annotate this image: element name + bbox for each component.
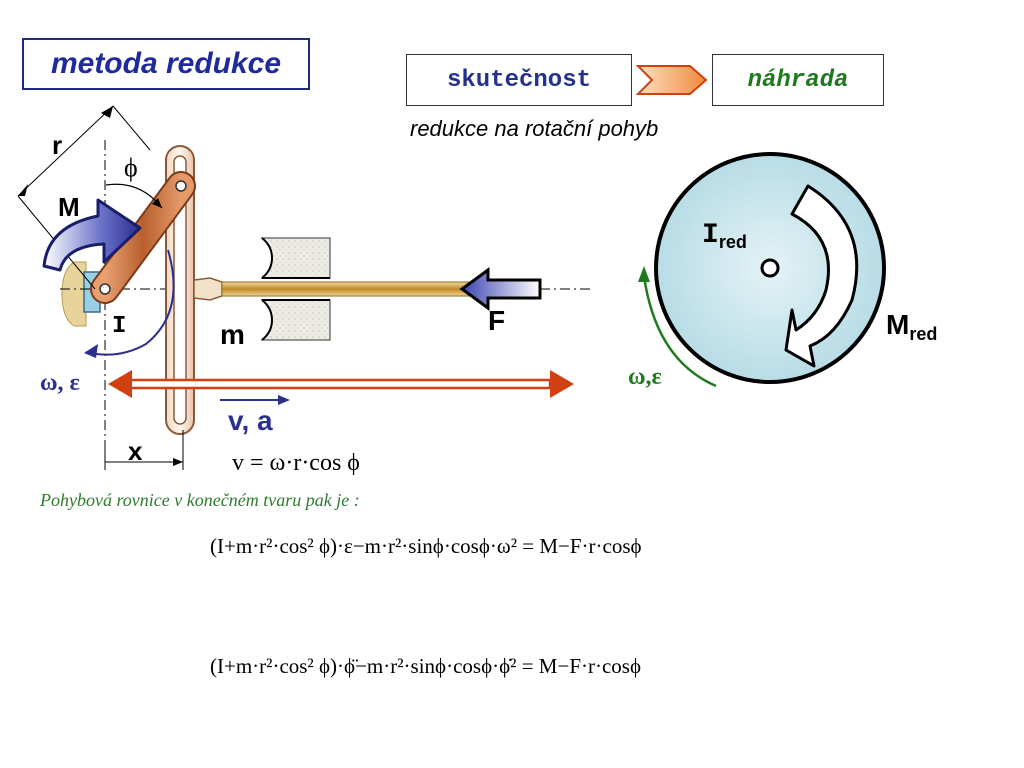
guide-block-bottom (260, 299, 331, 341)
phi-arrow-head (152, 198, 162, 208)
label-m-torque: M (58, 192, 80, 222)
crank-arm (90, 171, 196, 304)
velocity-arrow-icon (220, 395, 290, 405)
label-i-red-main: I (702, 220, 719, 251)
label-i-red: Ired (702, 220, 747, 252)
label-r: r (52, 130, 62, 160)
label-reduced-omega-epsilon: ω,ε (628, 364, 662, 390)
label-omega-epsilon: ω, ε (40, 370, 80, 396)
piston-rod (193, 277, 473, 301)
label-m-red-sub: red (909, 324, 937, 344)
x-dimension (104, 430, 184, 470)
motion-equation-2: (I+m·r²·cos² ϕ)·ϕ̈−m·r²·sinϕ·cosϕ·ϕ̇² = … (210, 654, 641, 679)
label-force: F (488, 305, 505, 336)
motion-double-arrow-icon (108, 370, 574, 398)
label-phi: ϕ (124, 153, 138, 182)
label-mass: m (220, 319, 245, 350)
equation-caption: Pohybová rovnice v konečném tvaru pak je… (40, 490, 360, 510)
force-f-arrow-icon (459, 267, 542, 311)
omega-epsilon-arc-icon (84, 249, 175, 358)
substitute-system-label: náhrada (712, 54, 884, 106)
page-title: metoda redukce (22, 38, 310, 90)
reduced-omega-arc-icon (638, 266, 717, 388)
label-velocity-acceleration: v, a (228, 405, 273, 436)
label-inertia: I (112, 313, 126, 340)
torque-m-arrow-icon (42, 198, 142, 272)
guide-block-top (260, 237, 331, 279)
label-i-red-sub: red (719, 232, 747, 252)
velocity-equation-text: v = ω·r·cos ϕ (232, 450, 360, 476)
chevron-arrow-icon (635, 65, 708, 95)
reduced-torque-arrow-icon (784, 184, 859, 368)
real-system-label: skutečnost (406, 54, 632, 106)
motion-equation-1-text: (I+m·r²·cos² ϕ)·ε−m·r²·sinϕ·cosϕ·ω² = M−… (210, 534, 642, 558)
motion-equation-1: (I+m·r²·cos² ϕ)·ε−m·r²·sinϕ·cosϕ·ω² = M−… (210, 534, 642, 559)
label-m-red: Mred (886, 309, 937, 344)
subtitle: redukce na rotační pohyb (410, 116, 659, 141)
label-m-red-main: M (886, 309, 909, 340)
velocity-equation: v = ω·r·cos ϕ (232, 450, 360, 477)
label-x: x (128, 436, 143, 466)
motion-equation-2-text: (I+m·r²·cos² ϕ)·ϕ̈−m·r²·sinϕ·cosϕ·ϕ̇² = … (210, 654, 642, 678)
